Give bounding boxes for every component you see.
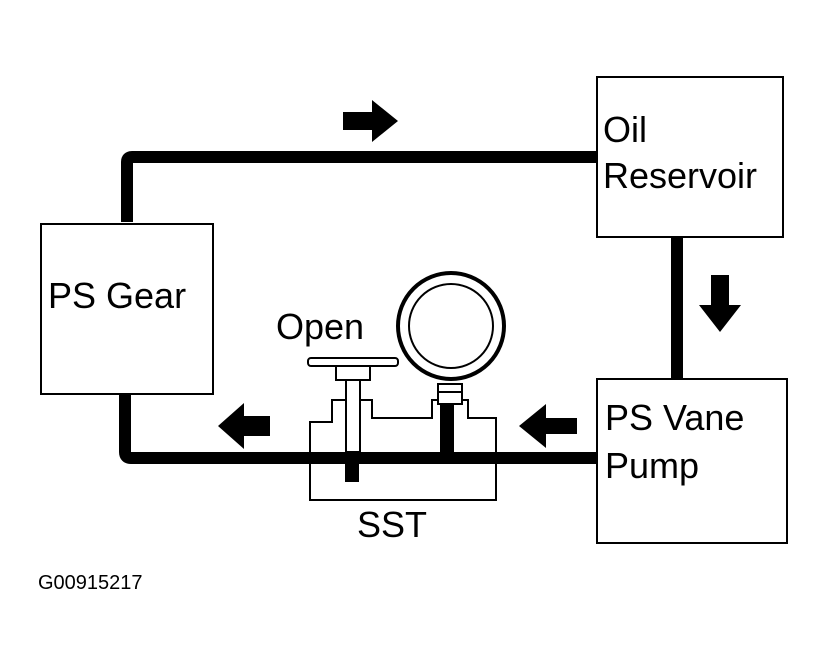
sst-body <box>309 399 497 501</box>
valve-handle-icon <box>307 357 399 381</box>
sst-tool <box>307 357 497 501</box>
flow-arrow-down-icon <box>699 275 741 332</box>
flow-arrow-right-icon <box>343 100 398 142</box>
ps-vane-pump-label-line1: PS Vane <box>605 397 744 438</box>
sst-label: SST <box>357 504 427 545</box>
return-line <box>121 151 598 222</box>
ps-vane-pump-box <box>596 378 788 544</box>
pressure-gauge-icon <box>396 271 506 381</box>
oil-reservoir-label-line2: Reservoir <box>603 155 757 196</box>
figure-id: G00915217 <box>38 572 143 594</box>
oil-reservoir-box <box>596 76 784 238</box>
oil-reservoir-label-line1: Oil <box>603 109 647 150</box>
valve-stem <box>345 377 361 453</box>
valve-open-label: Open <box>276 306 364 347</box>
pressure-line <box>119 393 596 464</box>
flow-arrow-left-icon <box>519 404 577 448</box>
ps-gear-label: PS Gear <box>48 275 186 316</box>
ps-vane-pump-label-line2: Pump <box>605 445 699 486</box>
ps-gear-box <box>40 223 214 395</box>
flow-arrow-left-icon <box>218 403 270 449</box>
